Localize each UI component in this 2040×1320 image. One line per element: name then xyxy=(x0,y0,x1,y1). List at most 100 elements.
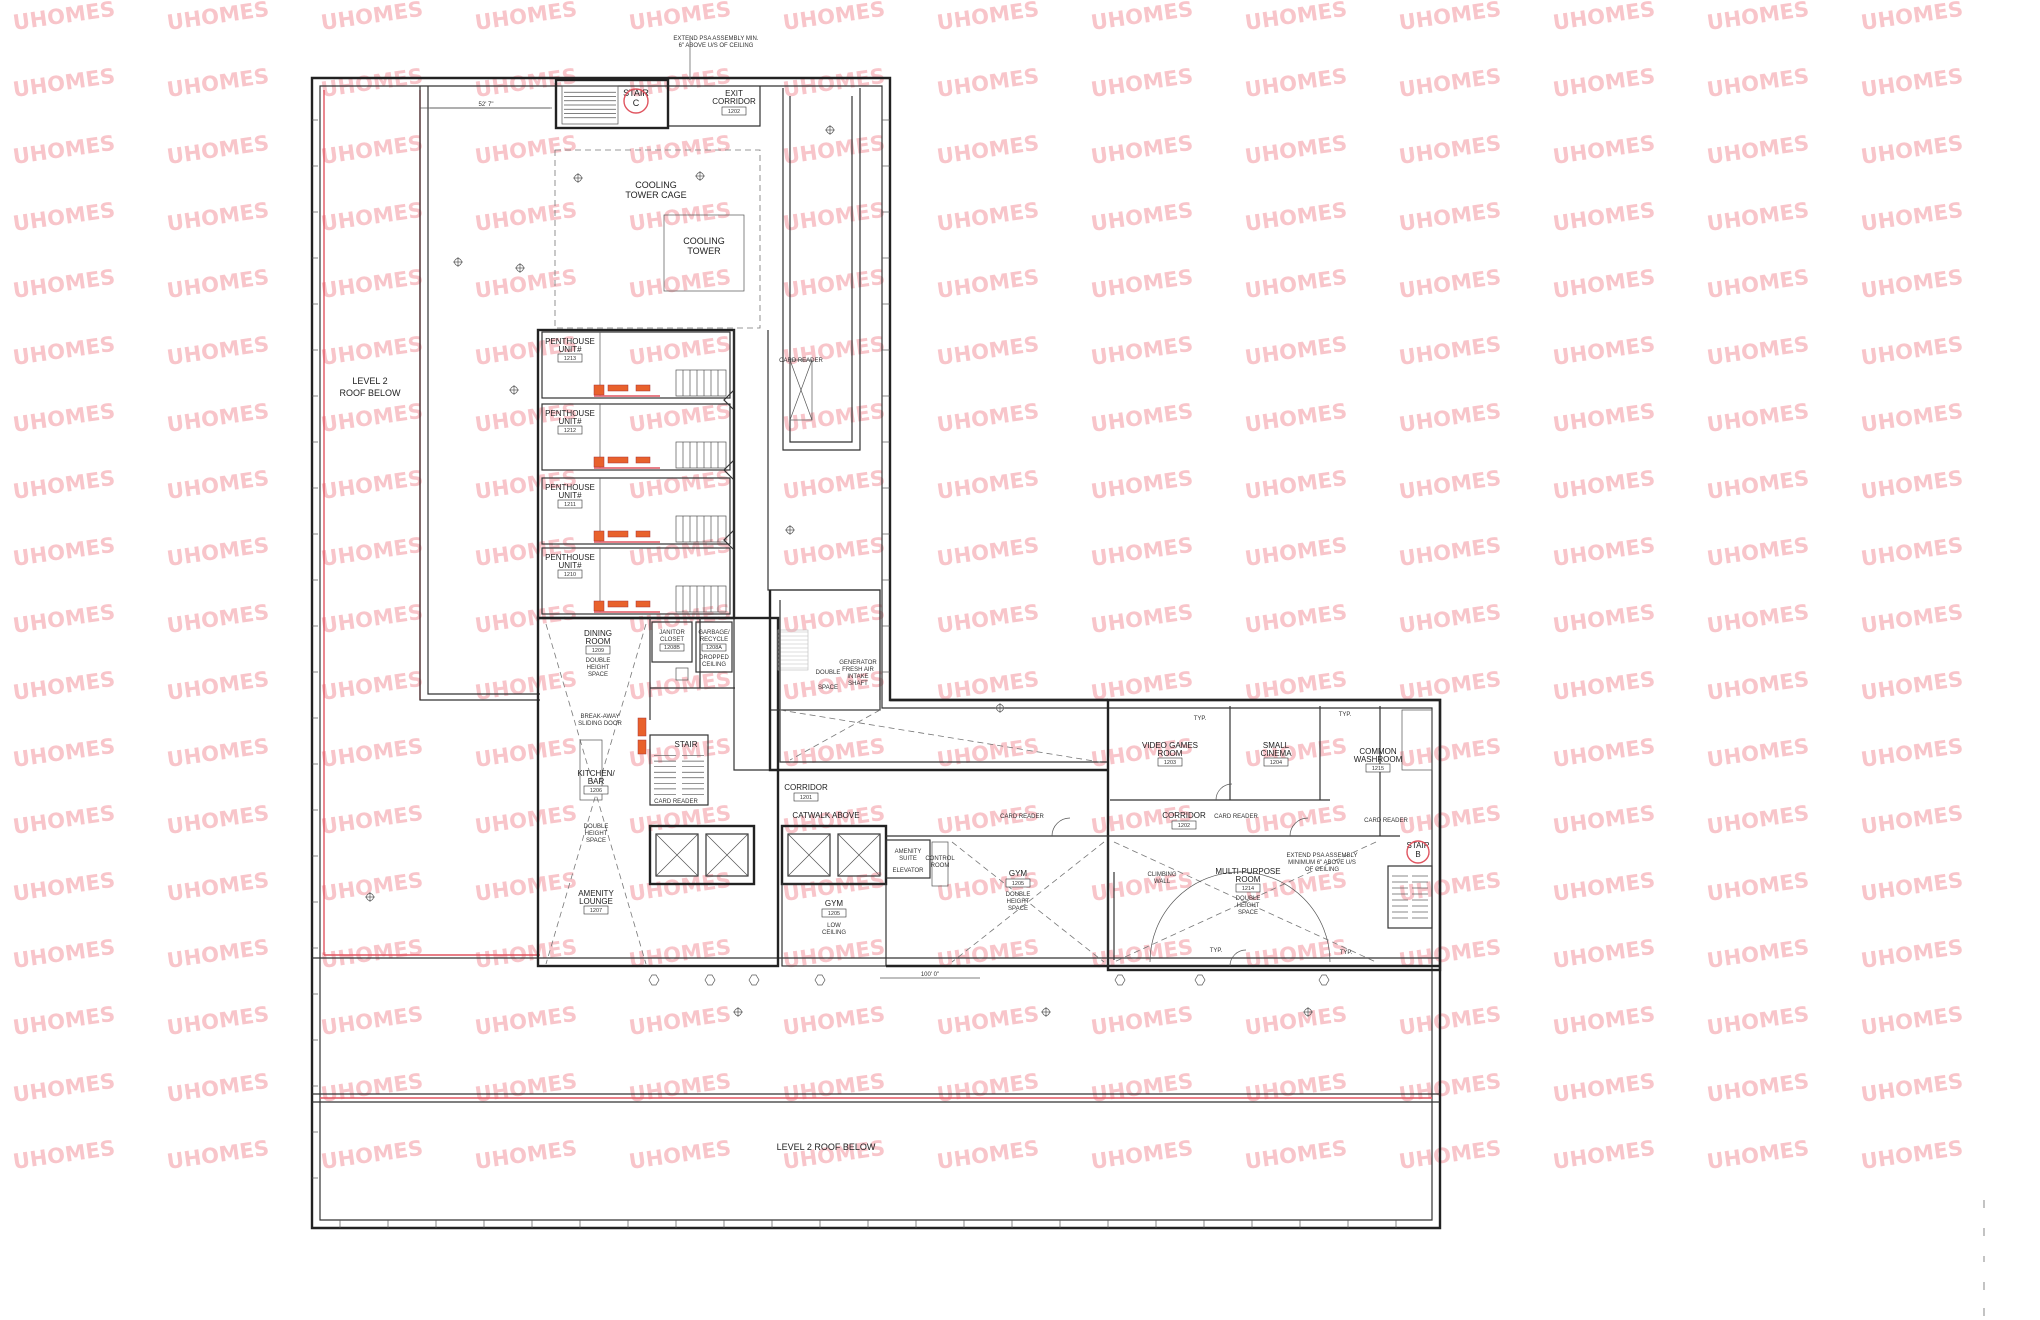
small-cinema-label: SMALL xyxy=(1263,741,1290,750)
dining-tag: 1209 xyxy=(592,648,604,654)
watermark-text: UHOMES xyxy=(473,734,578,772)
watermark-text: UHOMES xyxy=(1089,64,1194,102)
watermark-text: UHOMES xyxy=(1551,131,1656,169)
dining-note-1: DOUBLE xyxy=(586,658,611,664)
watermark-text: UHOMES xyxy=(165,801,270,839)
penthouse-label: PENTHOUSE xyxy=(545,553,595,562)
generator-label-4: SHAFT xyxy=(848,681,868,687)
exit-corridor-label-2: CORRIDOR xyxy=(712,97,756,106)
watermark-text: UHOMES xyxy=(1551,734,1656,772)
watermark-text: UHOMES xyxy=(1397,131,1502,169)
kitchen-note-1: DOUBLE xyxy=(584,824,609,830)
watermark-text: UHOMES xyxy=(1243,0,1348,35)
watermark-text: UHOMES xyxy=(781,64,886,102)
watermark-text: UHOMES xyxy=(935,265,1040,303)
watermark-text: UHOMES xyxy=(1551,600,1656,638)
watermark-text: UHOMES xyxy=(1551,0,1656,35)
watermark-text: UHOMES xyxy=(319,1136,424,1174)
cooling-tower-label-2: TOWER xyxy=(687,246,721,256)
watermark-text: UHOMES xyxy=(935,533,1040,571)
watermark-text: UHOMES xyxy=(1859,667,1964,705)
watermark-text: UHOMES xyxy=(1089,399,1194,437)
watermark-text: UHOMES xyxy=(319,935,424,973)
cooling-cage-label-2: TOWER CAGE xyxy=(625,190,686,200)
watermark-text: UHOMES xyxy=(781,198,886,236)
watermark-text: UHOMES xyxy=(1551,198,1656,236)
watermark-text: UHOMES xyxy=(165,466,270,504)
watermark-text: UHOMES xyxy=(1859,466,1964,504)
gym-low-note-2: CEILING xyxy=(822,930,846,936)
watermark-text: UHOMES xyxy=(1243,332,1348,370)
watermark-text: UHOMES xyxy=(1859,64,1964,102)
watermark-text: UHOMES xyxy=(1089,1136,1194,1174)
watermark-text: UHOMES xyxy=(1705,265,1810,303)
dim-bottom: 100' 0" xyxy=(921,972,939,978)
watermark-text: UHOMES xyxy=(781,0,886,35)
watermark-text: UHOMES xyxy=(11,801,116,839)
corridor-e-label: CORRIDOR xyxy=(1162,811,1206,820)
watermark-text: UHOMES xyxy=(1705,600,1810,638)
garbage-label: GARBAGE/ xyxy=(698,630,730,636)
watermark-text: UHOMES xyxy=(165,600,270,638)
watermark-text: UHOMES xyxy=(473,1136,578,1174)
gym-note-1: DOUBLE xyxy=(1006,892,1031,898)
watermark-text: UHOMES xyxy=(319,801,424,839)
watermark-layer: UHOMES UHOMES UHOMES UHOMES UHOMES UHOMES UHOM… xyxy=(11,0,1964,1174)
gym-low-label: GYM xyxy=(825,899,844,908)
watermark-text: UHOMES xyxy=(1551,265,1656,303)
watermark-text: UHOMES xyxy=(935,1002,1040,1040)
watermark-text: UHOMES xyxy=(165,399,270,437)
watermark-text: UHOMES xyxy=(627,0,732,35)
watermark-text: UHOMES xyxy=(319,131,424,169)
watermark-text: UHOMES xyxy=(1397,64,1502,102)
watermark-text: UHOMES xyxy=(781,533,886,571)
cooling-cage-label: COOLING xyxy=(635,180,677,190)
watermark-text: UHOMES xyxy=(935,935,1040,973)
cooling-tower-label: COOLING xyxy=(683,236,725,246)
watermark-text: UHOMES xyxy=(935,131,1040,169)
watermark-text: UHOMES xyxy=(165,332,270,370)
watermark-text: UHOMES xyxy=(165,198,270,236)
watermark-text: UHOMES xyxy=(1859,131,1964,169)
watermark-text: UHOMES xyxy=(1551,64,1656,102)
watermark-text: UHOMES xyxy=(473,801,578,839)
watermark-text: UHOMES xyxy=(1397,332,1502,370)
watermark-text: UHOMES xyxy=(11,332,116,370)
watermark-text: UHOMES xyxy=(1397,0,1502,35)
gym-note-3: SPACE xyxy=(1008,906,1028,912)
watermark-text: UHOMES xyxy=(1243,734,1348,772)
watermark-text: UHOMES xyxy=(319,1069,424,1107)
watermark-text: UHOMES xyxy=(165,0,270,35)
amenity-lounge-label: AMENITY xyxy=(578,889,614,898)
stair-label: STAIR xyxy=(675,740,698,749)
watermark-text: UHOMES xyxy=(1243,533,1348,571)
watermark-text: UHOMES xyxy=(1551,1002,1656,1040)
control-room-label-2: ROOM xyxy=(931,863,950,869)
watermark-text: UHOMES xyxy=(627,868,732,906)
breakaway-label-2: SLIDING DOOR xyxy=(578,721,622,727)
watermark-text: UHOMES xyxy=(1089,935,1194,973)
penthouse-unit-label: UNIT# xyxy=(558,561,582,570)
right-note-line3: OF CEILING xyxy=(1305,867,1339,873)
watermark-text: UHOMES xyxy=(1089,533,1194,571)
watermark-text: UHOMES xyxy=(1859,801,1964,839)
watermark-text: UHOMES xyxy=(473,0,578,35)
climbing-wall-label-2: WALL xyxy=(1154,879,1171,885)
watermark-text: UHOMES xyxy=(1705,667,1810,705)
watermark-text: UHOMES xyxy=(473,1002,578,1040)
watermark-text: UHOMES xyxy=(781,399,886,437)
watermark-text: UHOMES xyxy=(1089,1002,1194,1040)
watermark-text: UHOMES xyxy=(319,600,424,638)
exit-corridor: EXIT CORRIDOR 1202 xyxy=(712,89,756,116)
watermark-text: UHOMES xyxy=(319,1002,424,1040)
watermark-text: UHOMES xyxy=(165,1136,270,1174)
card-reader-label-2: CARD READER xyxy=(654,799,698,805)
watermark-text: UHOMES xyxy=(473,1069,578,1107)
kitchen-note-3: SPACE xyxy=(586,838,606,844)
watermark-text: UHOMES xyxy=(1397,1002,1502,1040)
stair-c-label: STAIR xyxy=(623,88,649,98)
watermark-text: UHOMES xyxy=(1859,198,1964,236)
watermark-text: UHOMES xyxy=(1551,868,1656,906)
watermark-text: UHOMES xyxy=(1859,399,1964,437)
